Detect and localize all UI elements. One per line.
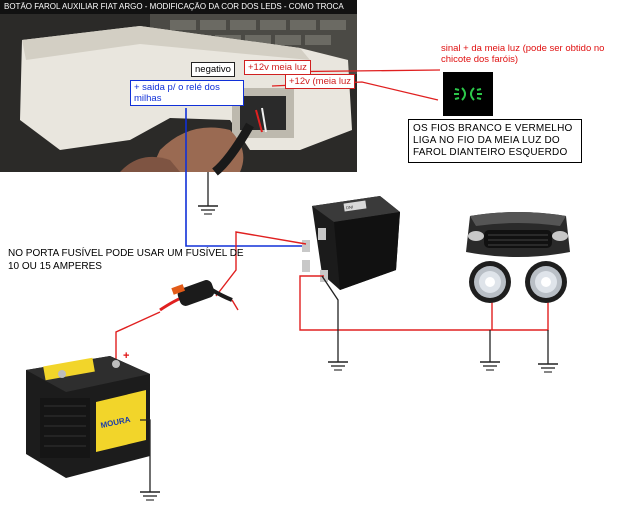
relay-red-wires	[215, 231, 549, 331]
battery-plus-label: +	[123, 350, 130, 362]
fuse-holder	[159, 280, 239, 312]
ground-symbol-battery	[140, 419, 160, 501]
video-title: BOTÃO FAROL AUXILIAR FIAT ARGO - MODIFIC…	[4, 2, 344, 11]
fios-info-box: OS FIOS BRANCO E VERMELHO LIGA NO FIO DA…	[408, 119, 582, 163]
plus12v-label-b: +12v (meia luz	[285, 74, 356, 89]
ground-symbol-relay	[321, 275, 348, 371]
video-frame-photo	[0, 0, 357, 176]
battery-positive-wire	[115, 311, 161, 362]
car-front-image	[466, 212, 570, 257]
relay: DNI	[302, 196, 400, 290]
plus12v-label-a: +12v meia luz	[244, 60, 311, 75]
ground-symbol-photo	[198, 172, 218, 215]
fog-lamp-left	[469, 261, 511, 303]
blue-wire	[185, 108, 302, 247]
sinal-label: sinal + da meia luz (pode ser obtido no …	[441, 43, 605, 65]
ground-symbol-lamp-left	[480, 330, 500, 371]
fusivel-label: NO PORTA FUSÍVEL PODE USAR UM FUSÍVEL DE…	[8, 248, 244, 272]
saida-rele-label: + saida p/ o relé dos milhas	[130, 80, 244, 106]
headlight-indicator-icon	[443, 72, 493, 116]
fog-lamp-right	[525, 261, 567, 303]
battery: MOURA	[26, 356, 150, 478]
ground-symbol-lamp-right	[538, 330, 558, 373]
svg-text:DNI: DNI	[346, 204, 354, 210]
negativo-label: negativo	[191, 62, 235, 77]
